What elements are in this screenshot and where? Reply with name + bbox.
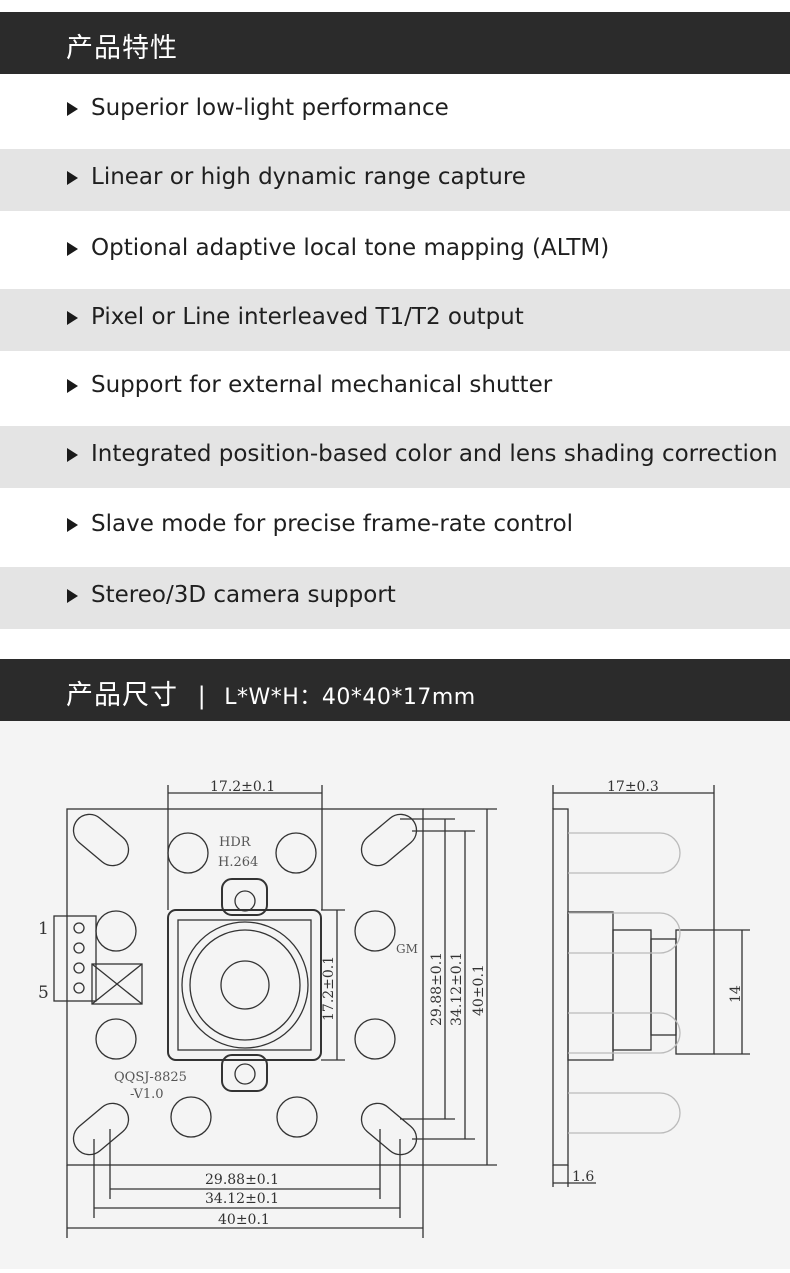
board-version: -V1.0	[130, 1087, 164, 1102]
dim-lens-height: 17.2±0.1	[321, 956, 337, 1021]
dimension-drawing-svg: 17.2±0.1 HDR H.264 QQSJ-8825 -V1.0 GM 1 …	[38, 779, 750, 1238]
feature-item: Stereo/3D camera support	[0, 567, 790, 629]
feature-item: Integrated position-based color and lens…	[0, 426, 790, 488]
size-title-group: 产品尺寸 | L*W*H：40*40*17mm	[66, 673, 476, 712]
size-title: 产品尺寸	[66, 680, 178, 711]
lens-ring-outer	[181, 921, 309, 1049]
side-lens-holder	[567, 911, 614, 1061]
feature-text: Superior low-light performance	[91, 95, 449, 121]
side-lens-barrel	[612, 929, 652, 1051]
dim-side-height: 14	[728, 985, 744, 1003]
side-lens-cap	[675, 929, 715, 1055]
feature-text: Slave mode for precise frame-rate contro…	[91, 511, 574, 537]
features-title: 产品特性	[66, 33, 178, 64]
bullet-arrow-icon	[67, 518, 78, 532]
board-model: QQSJ-8825	[114, 1070, 187, 1085]
ir-led	[167, 832, 209, 874]
feature-text: Pixel or Line interleaved T1/T2 output	[91, 304, 524, 330]
bullet-arrow-icon	[67, 589, 78, 603]
feature-item: Superior low-light performance	[0, 80, 790, 142]
pin-5-label: 5	[38, 983, 49, 1003]
ir-led	[170, 1096, 212, 1138]
feature-item: Pixel or Line interleaved T1/T2 output	[0, 289, 790, 351]
lens-ear-hole-top	[234, 890, 256, 912]
feature-text: Linear or high dynamic range capture	[91, 164, 526, 190]
dimension-drawing: 17.2±0.1 HDR H.264 QQSJ-8825 -V1.0 GM 1 …	[0, 721, 790, 1269]
bullet-arrow-icon	[67, 311, 78, 325]
dim-horiz-34: 34.12±0.1	[205, 1191, 279, 1207]
board-label-hdr: HDR	[219, 835, 252, 850]
gm-label: GM	[396, 942, 418, 956]
side-led	[568, 1092, 681, 1134]
size-spec: L*W*H：40*40*17mm	[224, 685, 476, 710]
feature-text: Support for external mechanical shutter	[91, 372, 553, 398]
feature-item: Optional adaptive local tone mapping (AL…	[0, 220, 790, 282]
lens-holder-inner	[177, 919, 312, 1051]
lens-ear-top	[221, 878, 268, 916]
ir-led	[95, 910, 137, 952]
lens-ear-bottom	[221, 1054, 268, 1092]
mount-slot	[72, 813, 130, 867]
side-pcb	[552, 808, 569, 1166]
ir-led	[95, 1018, 137, 1060]
dim-horiz-40: 40±0.1	[218, 1212, 270, 1228]
bullet-arrow-icon	[67, 379, 78, 393]
dim-vert-34: 34.12±0.1	[449, 952, 465, 1026]
feature-item: Slave mode for precise frame-rate contro…	[0, 496, 790, 558]
dim-vert-40: 40±0.1	[471, 964, 487, 1016]
bullet-arrow-icon	[67, 102, 78, 116]
lens-ring-mid	[189, 929, 301, 1041]
ir-led	[354, 910, 396, 952]
features-header: 产品特性	[0, 12, 790, 74]
bullet-arrow-icon	[67, 242, 78, 256]
bullet-arrow-icon	[67, 448, 78, 462]
title-separator: |	[197, 682, 207, 710]
side-led	[568, 912, 681, 954]
dim-top-width: 17.2±0.1	[210, 779, 275, 795]
mount-slot	[360, 1102, 418, 1156]
feature-item: Linear or high dynamic range capture	[0, 149, 790, 211]
feature-text: Optional adaptive local tone mapping (AL…	[91, 235, 610, 261]
ir-led	[276, 1096, 318, 1138]
pcb-outline	[66, 808, 424, 1166]
mount-slot	[360, 813, 418, 867]
lens-ear-hole-bottom	[234, 1063, 256, 1085]
feature-text: Stereo/3D camera support	[91, 582, 396, 608]
dim-horiz-29: 29.88±0.1	[205, 1172, 279, 1188]
feature-text: Integrated position-based color and lens…	[91, 441, 778, 467]
dim-side-thickness: 1.6	[572, 1169, 594, 1185]
dim-vert-29: 29.88±0.1	[429, 952, 445, 1026]
lens-center	[220, 960, 270, 1010]
ir-led	[275, 832, 317, 874]
board-label-h264: H.264	[218, 855, 258, 870]
lens-holder-outer	[167, 909, 322, 1061]
mount-slot	[72, 1102, 130, 1156]
feature-item: Support for external mechanical shutter	[0, 357, 790, 419]
bullet-arrow-icon	[67, 171, 78, 185]
dim-side-depth: 17±0.3	[607, 779, 659, 795]
connector	[53, 915, 97, 1002]
side-led	[568, 1012, 681, 1054]
ir-led	[354, 1018, 396, 1060]
pin-1-label: 1	[38, 919, 49, 939]
photo-sensor	[91, 963, 143, 1005]
size-header: 产品尺寸 | L*W*H：40*40*17mm	[0, 659, 790, 721]
side-led	[568, 832, 681, 874]
